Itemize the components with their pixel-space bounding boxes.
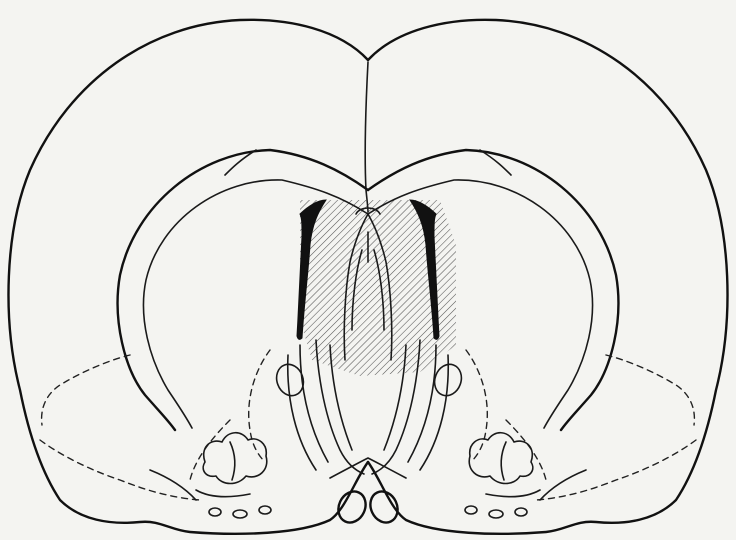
left-ventral-lobules (196, 433, 271, 518)
right-ventral-lobules (465, 433, 540, 518)
left-ventral-oval (333, 487, 370, 527)
right-ventral-oval (365, 487, 402, 527)
